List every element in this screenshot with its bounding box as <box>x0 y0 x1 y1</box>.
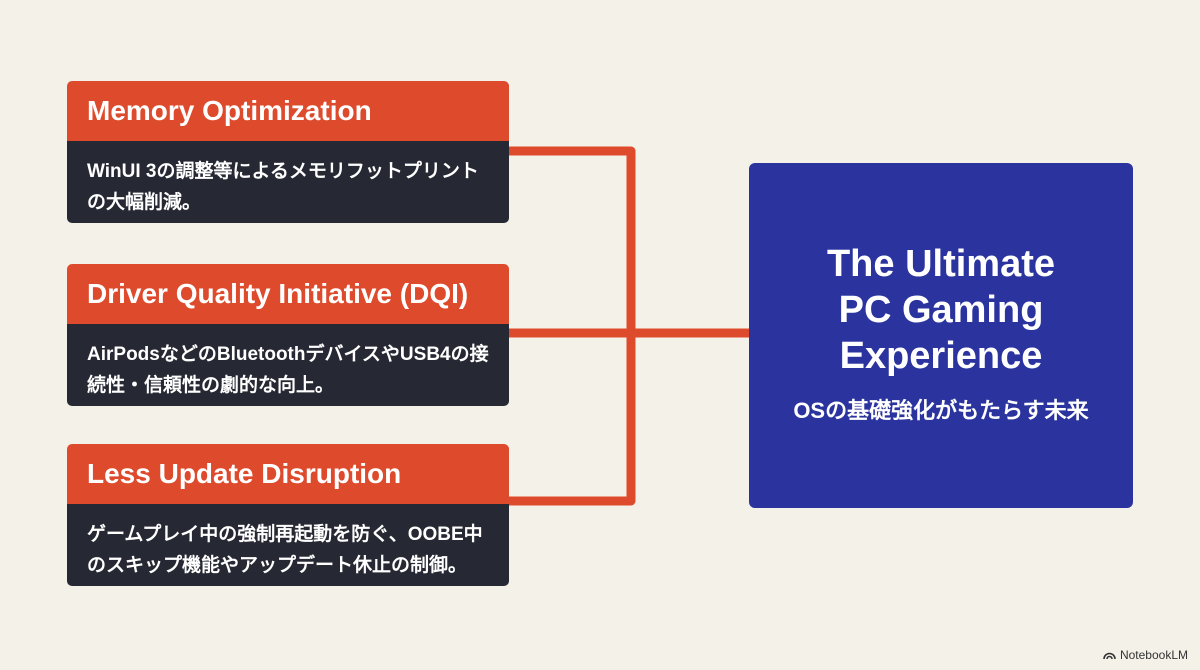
connector-memory <box>509 146 636 333</box>
card-memory-optimization: Memory Optimization WinUI 3の調整等によるメモリフット… <box>67 81 509 223</box>
card-title: Memory Optimization <box>67 81 509 141</box>
card-less-update-disruption: Less Update Disruption ゲームプレイ中の強制再起動を防ぐ、… <box>67 444 509 586</box>
hub-title: The Ultimate PC Gaming Experience <box>826 243 1056 377</box>
card-title: Driver Quality Initiative (DQI) <box>67 264 509 324</box>
connector-update <box>509 333 636 506</box>
notebooklm-logo-icon <box>1103 650 1116 660</box>
brand-watermark: NotebookLM <box>1103 648 1188 662</box>
hub-box: The Ultimate PC Gaming Experience OSの基礎強… <box>749 163 1133 508</box>
card-description: ゲームプレイ中の強制再起動を防ぐ、OOBE中のスキップ機能やアップデート休止の制… <box>67 504 509 586</box>
hub-subtitle: OSの基礎強化がもたらす未来 <box>793 398 1089 423</box>
card-driver-quality-initiative: Driver Quality Initiative (DQI) AirPodsな… <box>67 264 509 406</box>
card-description: WinUI 3の調整等によるメモリフットプリントの大幅削減。 <box>67 141 509 223</box>
card-description: AirPodsなどのBluetoothデバイスやUSB4の接続性・信頼性の劇的な… <box>67 324 509 406</box>
card-title: Less Update Disruption <box>67 444 509 504</box>
brand-label: NotebookLM <box>1119 648 1188 662</box>
